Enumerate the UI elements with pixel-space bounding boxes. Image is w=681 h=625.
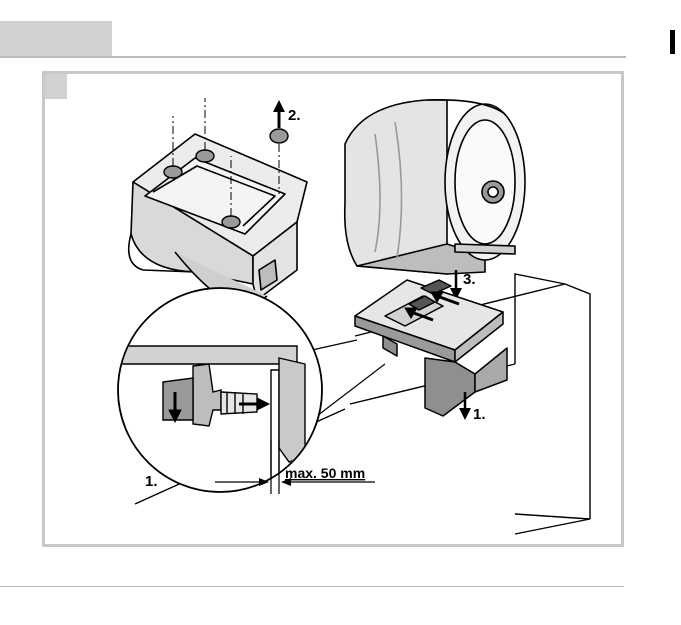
figure-number-marker — [45, 74, 67, 99]
mounting-bracket — [355, 280, 507, 416]
step-1-bracket-label: 1. — [473, 406, 486, 423]
step-2-label: 2. — [288, 107, 301, 124]
header-tab — [0, 21, 112, 57]
step-3-label: 3. — [463, 271, 476, 288]
header-rule — [0, 56, 626, 58]
up-arrow-icon — [273, 100, 285, 128]
sharpener-body — [345, 100, 525, 274]
dimension-label: max. 50 mm — [285, 465, 365, 481]
footer-rule — [0, 586, 624, 587]
figure-frame: 2. 3. — [42, 71, 624, 547]
step-1-clamp-label: 1. — [145, 473, 158, 490]
page-edge-mark — [670, 30, 675, 54]
assembly-illustration: 2. 3. — [45, 74, 621, 544]
sharpener-base-view — [129, 134, 307, 307]
